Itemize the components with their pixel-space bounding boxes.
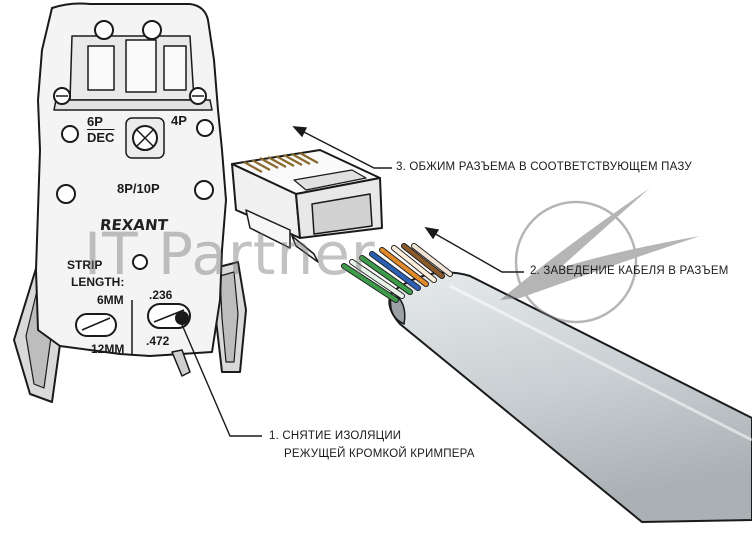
- cable-wires: [341, 243, 453, 303]
- crimper-top-hole-1: [94, 20, 114, 40]
- connector-latch-tip: [291, 235, 319, 263]
- label-4p: 4P: [171, 113, 187, 128]
- screw-icon: [53, 87, 71, 105]
- label-dec: DEC: [87, 130, 115, 145]
- callout-arrows: [179, 126, 524, 437]
- crimper-tool: [13, 2, 247, 403]
- center-bolt-icon: [125, 117, 165, 159]
- label-strip: STRIP: [67, 258, 103, 272]
- label-8p10p: 8P/10P: [117, 181, 160, 196]
- crimper-die-2: [125, 39, 157, 93]
- strip-slot-12mm: [147, 303, 191, 329]
- crimper-hole-icon: [196, 119, 214, 137]
- arrow-step-2: [431, 231, 524, 273]
- arrow-step-3: [299, 129, 392, 169]
- crimper-hole-icon: [132, 254, 148, 270]
- connector-cable-entry: [311, 193, 373, 235]
- crimper-top-hole-2: [142, 20, 162, 40]
- watermark-logo-icon: [500, 188, 700, 324]
- callout-step-1-line1: 1. СНЯТИЕ ИЗОЛЯЦИИ: [269, 430, 402, 442]
- watermark-text: IT Partner: [84, 220, 376, 288]
- screw-icon: [189, 87, 207, 105]
- crimper-hole-icon: [56, 184, 76, 204]
- rj45-connector: [231, 149, 383, 263]
- callout-step-3: 3. ОБЖИМ РАЗЪЕМА В СООТВЕТСТВУЮЩЕМ ПАЗУ: [396, 161, 692, 173]
- arrow-step-1: [179, 319, 262, 437]
- callout-step-1-line2: РЕЖУЩЕЙ КРОМКОЙ КРИМПЕРА: [284, 448, 475, 460]
- connector-latch: [245, 209, 291, 249]
- crimper-die-3: [163, 45, 187, 91]
- label-12mm: 12MM: [91, 342, 125, 356]
- crimper-hole-icon: [61, 125, 79, 143]
- label-length: LENGTH:: [71, 275, 125, 289]
- label-6mm: 6MM: [97, 293, 124, 307]
- crimper-blade-tip: [171, 349, 191, 377]
- crimper-handle-right-inner: [219, 271, 239, 363]
- strip-slot-6mm: [75, 313, 117, 337]
- connector-window: [293, 169, 367, 191]
- crimper-die-1: [87, 45, 115, 91]
- label-236: .236: [149, 288, 173, 302]
- arrowhead-step-2: [424, 227, 440, 240]
- crimper-hole-icon: [194, 180, 214, 200]
- cable-jacket: [388, 271, 752, 523]
- connector-pins: [243, 152, 319, 173]
- arrowhead-step-3: [292, 126, 308, 138]
- network-cable: [388, 271, 752, 523]
- label-6p: 6P: [87, 114, 103, 129]
- label-472: .472: [146, 334, 170, 348]
- crimper-ridge: [53, 99, 213, 111]
- cable-highlight: [449, 284, 752, 442]
- callout-step-2: 2. ЗАВЕДЕНИЕ КАБЕЛЯ В РАЗЪЕМ: [530, 265, 729, 277]
